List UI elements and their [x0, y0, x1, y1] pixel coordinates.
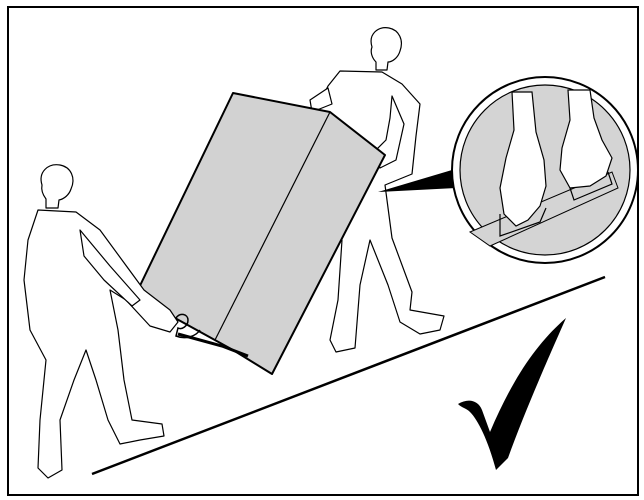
magnifier-inset-icon	[452, 77, 638, 263]
